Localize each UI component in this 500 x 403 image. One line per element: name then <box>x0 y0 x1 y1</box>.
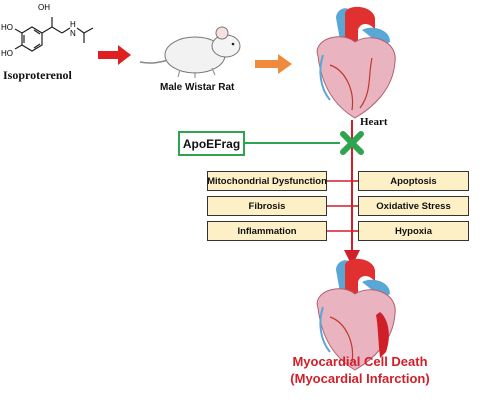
effect-box-hypoxia: Hypoxia <box>358 221 469 241</box>
rat-icon <box>139 26 241 78</box>
chem-label-h: H <box>70 20 76 29</box>
outcome-line-1: Myocardial Cell Death <box>292 354 428 369</box>
effect-box-fibrosis: Fibrosis <box>207 196 327 216</box>
outcome-line-2: (Myocardial Infarction) <box>290 371 430 386</box>
effect-box-oxidative-stress: Oxidative Stress <box>358 196 469 216</box>
arrow-rat-to-heart <box>255 54 292 74</box>
organ-label: Heart <box>360 116 388 128</box>
infarcted-heart-icon <box>316 258 396 371</box>
arrow-drug-to-rat <box>98 45 131 65</box>
drug-label: Isoproterenol <box>3 68 72 82</box>
animal-label: Male Wistar Rat <box>160 82 235 93</box>
outcome-label: Myocardial Cell Death (Myocardial Infarc… <box>280 353 440 387</box>
effect-box-inflammation: Inflammation <box>207 221 327 241</box>
chem-label-ho-2: HO <box>1 49 13 58</box>
infarct-region <box>376 312 389 358</box>
effect-box-apoptosis: Apoptosis <box>358 171 469 191</box>
effect-connectors <box>327 180 358 232</box>
chem-label-n: N <box>70 29 76 38</box>
isoproterenol-structure-icon <box>14 17 94 52</box>
heart-icon <box>316 6 396 119</box>
chem-label-ho-1: HO <box>1 23 13 32</box>
treatment-box: ApoEFrag <box>178 131 245 156</box>
effect-box-mitochondrial-dysfunction: Mitochondrial Dysfunction <box>207 171 327 191</box>
inhibition-x-icon <box>340 131 364 155</box>
chem-label-oh: OH <box>38 3 50 12</box>
